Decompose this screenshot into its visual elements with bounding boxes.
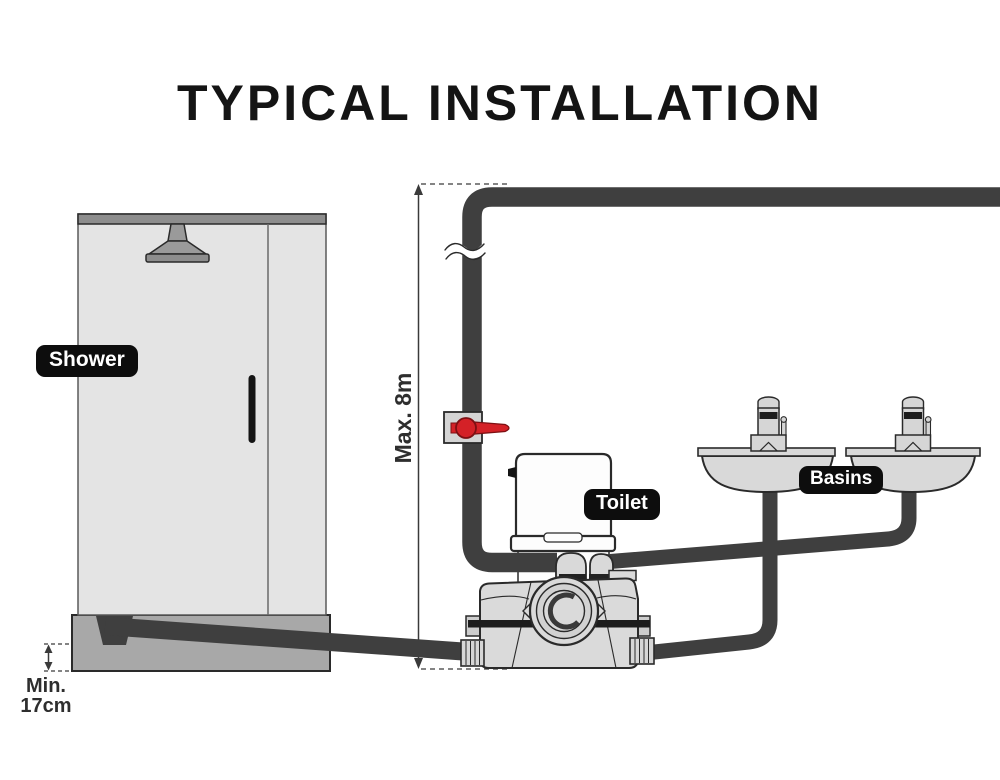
toilet-label: Toilet — [584, 489, 660, 520]
cistern-lever — [508, 467, 516, 478]
min-recess-line2: 17cm — [20, 695, 72, 718]
shower-label: Shower — [36, 345, 138, 377]
pipework — [104, 187, 1000, 661]
valve-icon — [443, 411, 510, 444]
shower-door-handle — [248, 375, 256, 443]
shower-drain-pipe — [104, 617, 471, 661]
arrow-down-icon — [44, 662, 53, 671]
dimension-line-min-17cm — [44, 643, 77, 672]
max-height-dimension-label: Max. 8m — [390, 372, 416, 464]
arrow-up-icon — [414, 184, 423, 195]
arrow-down-icon — [414, 658, 423, 669]
flush-button — [543, 532, 583, 543]
min-recess-dimension-label: Min. 17cm — [12, 676, 80, 717]
min-recess-line1: Min. — [26, 675, 66, 697]
pump-left-hose-connector — [460, 639, 485, 667]
pipe-break-icon — [442, 242, 488, 261]
discharge-pipe — [462, 187, 1000, 573]
shower-cabin — [77, 213, 327, 616]
left-basin-drain-pipe — [639, 487, 778, 661]
arrow-up-icon — [44, 644, 53, 653]
shower-enclosure — [71, 213, 331, 672]
shower-top-rail — [77, 213, 327, 225]
faucet-icon — [750, 396, 788, 452]
basins-label: Basins — [799, 466, 884, 494]
shower-head-icon — [145, 223, 210, 263]
faucet-icon — [894, 396, 932, 452]
pump-right-hose-connector — [629, 637, 655, 665]
right-basin-drain-pipe — [603, 487, 917, 570]
page-title: TYPICAL INSTALLATION — [176, 75, 824, 131]
macerator-pump — [460, 569, 655, 669]
valve-handle — [473, 421, 510, 435]
